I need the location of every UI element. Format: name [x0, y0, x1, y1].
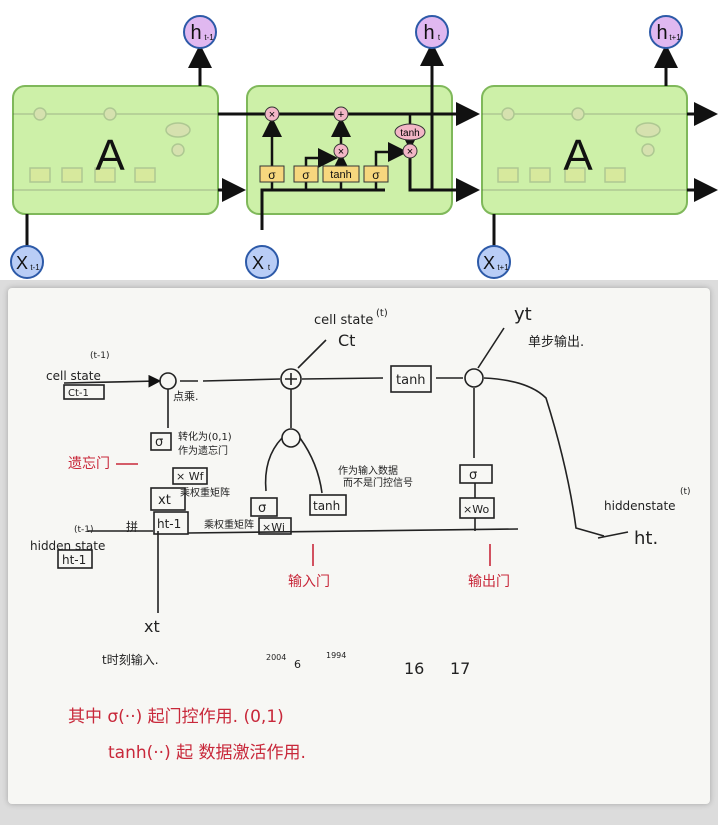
svg-text:X: X — [252, 253, 264, 273]
svg-text:h: h — [190, 22, 201, 44]
note-convert-to-01: 转化为(0,1) — [178, 430, 232, 443]
note-cell-state-top: cell state — [314, 313, 373, 328]
svg-text:σ: σ — [372, 168, 380, 182]
op-tanh: tanh — [394, 123, 426, 141]
note-hidden-state-right-sup: (t) — [680, 487, 691, 497]
note-x-wi: ×Wi — [262, 521, 285, 534]
note-yt: yt — [514, 304, 532, 325]
note-sigma-input: σ — [258, 501, 266, 516]
handwritten-notes-photo: cell state (t) Ct yt 单步输出. (t-1) cell st… — [0, 280, 718, 825]
op-add: + — [333, 106, 349, 122]
note-hidden-state-right: hiddenstate — [604, 499, 676, 513]
note-2004: 2004 — [266, 653, 286, 662]
cell-label-right: A — [563, 131, 593, 180]
note-dot-mult: 点乘. — [173, 390, 199, 403]
note-h-prev-box: ht-1 — [157, 517, 181, 531]
svg-text:σ: σ — [268, 168, 276, 182]
op-output-mult: × — [402, 143, 418, 159]
input-x-next: X t+1 — [477, 245, 511, 279]
note-single-step-output: 单步输出. — [528, 334, 584, 350]
lstm-chain-diagram: A A — [0, 0, 718, 280]
svg-text:×: × — [407, 146, 413, 158]
output-h-next: h t+1 — [649, 15, 683, 49]
svg-text:t+1: t+1 — [497, 263, 509, 272]
note-1994: 1994 — [326, 651, 346, 660]
note-hidden-state-left-sup: (t-1) — [74, 525, 94, 535]
note-concat: 拼 — [126, 520, 138, 534]
note-16: 16 — [404, 659, 424, 678]
svg-text:t: t — [268, 263, 271, 272]
note-cell-state-left: cell state — [46, 369, 101, 383]
note-mult-weight-matrix2: 乘权重矩阵 — [204, 518, 254, 531]
note-17: 17 — [450, 659, 470, 678]
note-output-gate: 输出门 — [468, 574, 510, 590]
svg-text:tanh: tanh — [330, 169, 351, 181]
svg-text:+: + — [338, 109, 344, 121]
input-x-t: X t — [245, 245, 279, 279]
cell-label-left: A — [95, 131, 125, 180]
svg-text:t-1: t-1 — [204, 33, 214, 42]
note-xt-input: xt — [144, 617, 160, 636]
paper-sheet: cell state (t) Ct yt 单步输出. (t-1) cell st… — [8, 288, 710, 804]
note-summary-line1: 其中 σ(··) 起门控作用. (0,1) — [68, 707, 284, 727]
note-as-input-data: 作为输入数据 — [338, 464, 398, 477]
note-c-prev: Ct-1 — [68, 388, 89, 399]
note-tanh-box: tanh — [396, 373, 426, 388]
svg-text:σ: σ — [302, 168, 310, 182]
gate-candidate: tanh — [322, 165, 360, 183]
svg-text:h: h — [656, 22, 667, 44]
note-h-prev: ht-1 — [62, 553, 86, 567]
lstm-cell-left: A — [12, 85, 219, 215]
svg-text:t-1: t-1 — [30, 263, 40, 272]
note-input-gate: 输入门 — [288, 574, 330, 590]
note-instead-of-gate: 而不是门控信号 — [343, 476, 413, 489]
gate-forget: σ — [259, 165, 285, 183]
gate-input: σ — [293, 165, 319, 183]
note-ct: Ct — [338, 331, 355, 350]
note-xt-box: xt — [158, 493, 171, 508]
handwriting-svg: cell state (t) Ct yt 单步输出. (t-1) cell st… — [30, 304, 691, 763]
svg-text:×: × — [269, 109, 275, 121]
note-6: 6 — [294, 658, 301, 671]
svg-text:h: h — [423, 22, 434, 44]
input-x-prev: X t-1 — [10, 245, 44, 279]
svg-text:t: t — [438, 33, 441, 42]
note-cell-state-left-sup: (t-1) — [90, 351, 110, 361]
note-sigma-output: σ — [469, 468, 477, 483]
note-forget-gate: 遗忘门 — [68, 456, 110, 472]
note-as-forget-gate: 作为遗忘门 — [178, 444, 228, 457]
lstm-cell-right: A — [481, 85, 688, 215]
svg-text:X: X — [16, 253, 28, 273]
note-cell-state-top-sup: (t) — [376, 308, 388, 319]
svg-text:×: × — [338, 146, 344, 158]
lstm-cell-middle: σ σ tanh σ × + × × — [218, 42, 480, 230]
note-mult-weight-matrix: 乘权重矩阵 — [180, 486, 230, 499]
note-x-wf: × Wf — [176, 470, 205, 483]
note-sigma-forget: σ — [155, 435, 163, 450]
output-h-t: h t — [415, 15, 449, 49]
op-input-mult: × — [333, 143, 349, 159]
note-ht: ht. — [634, 528, 658, 549]
lstm-diagram-svg: A A — [10, 15, 718, 279]
output-h-prev: h t-1 — [183, 15, 217, 49]
note-t-time-input: t时刻输入. — [102, 652, 159, 667]
svg-text:X: X — [483, 253, 495, 273]
note-x-wo: ×Wo — [463, 503, 489, 516]
note-hidden-state-left: hidden state — [30, 539, 105, 553]
note-tanh: tanh — [313, 499, 340, 513]
gate-output: σ — [363, 165, 389, 183]
svg-text:t+1: t+1 — [669, 33, 681, 42]
svg-text:tanh: tanh — [400, 128, 419, 139]
op-forget-mult: × — [264, 106, 280, 122]
note-summary-line2: tanh(··) 起 数据激活作用. — [108, 743, 306, 763]
